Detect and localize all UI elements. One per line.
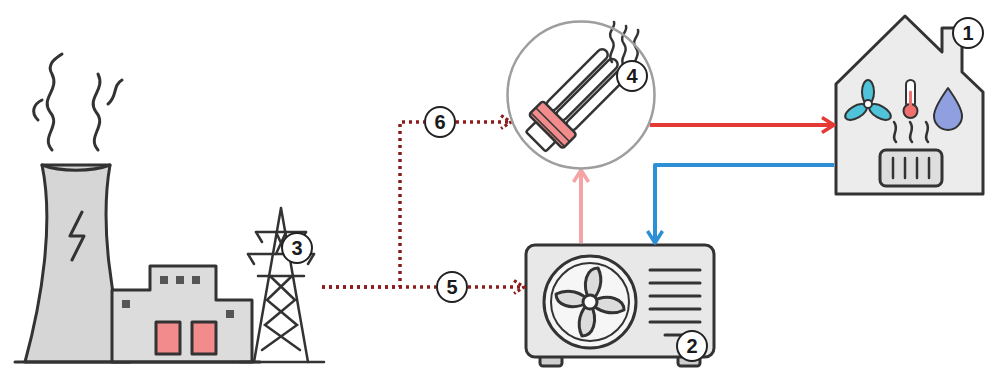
house-node: 1 (834, 8, 986, 196)
callout-number: 2 (676, 330, 708, 362)
house-illustration (836, 16, 983, 194)
power-plant (108, 80, 122, 104)
power-plant (122, 300, 130, 308)
power-plant (42, 165, 110, 170)
heat-pump-illustration (583, 295, 597, 309)
house-illustration (909, 92, 912, 106)
callout-number: 1 (952, 17, 984, 49)
pylon-node: 3 (240, 205, 322, 363)
junction-node: 6 (424, 106, 456, 138)
power-plant (226, 310, 234, 318)
heater-illustration (507, 21, 655, 169)
power-line (322, 122, 424, 287)
callout-number: 6 (424, 106, 456, 138)
heater-illustration (507, 21, 655, 169)
house-illustration (894, 122, 928, 142)
power-plant (15, 361, 260, 364)
power-plant (176, 276, 184, 284)
power-plant (70, 212, 84, 260)
junction-node: 5 (436, 271, 468, 303)
power-plant (192, 276, 200, 284)
pylon-illustration (262, 276, 300, 350)
pylon-illustration (240, 361, 324, 364)
power-plant (93, 74, 100, 150)
heater-node: 4 (506, 20, 656, 170)
house-illustration (934, 88, 962, 130)
power-line (456, 120, 511, 124)
pylon-illustration (248, 232, 314, 276)
return-water-arrow (655, 165, 834, 243)
power-plant (34, 100, 42, 120)
power-plant (47, 54, 62, 150)
callout-number: 5 (436, 271, 468, 303)
heat-pump-node: 2 (524, 243, 716, 368)
house-illustration (843, 80, 894, 123)
callout-number: 3 (281, 232, 313, 264)
house-illustration (893, 158, 929, 178)
heat-pump-illustration (526, 245, 714, 366)
power-plant (112, 266, 252, 362)
heat-pump-illustration (551, 263, 629, 341)
house-illustration (880, 150, 942, 186)
house-illustration (864, 100, 872, 108)
pylon-illustration (248, 232, 314, 264)
heat-transfer-arrow (579, 170, 583, 243)
power-plant (156, 322, 180, 354)
heat-pump-illustration (650, 270, 700, 335)
pylon-illustration (240, 208, 324, 362)
power-line (468, 285, 524, 289)
power-plant (160, 276, 168, 284)
hot-water-arrow (650, 123, 834, 127)
house-illustration (904, 80, 918, 118)
power-plant (15, 54, 260, 362)
heater-circle-outline (508, 22, 655, 169)
heater-illustration (519, 44, 634, 159)
heater-illustration (531, 108, 570, 147)
callout-number: 4 (616, 60, 648, 92)
house-illustration (836, 16, 983, 194)
power-plant (192, 322, 216, 354)
heater-circle-outline (506, 20, 656, 170)
heat-pump-illustration (544, 256, 636, 348)
